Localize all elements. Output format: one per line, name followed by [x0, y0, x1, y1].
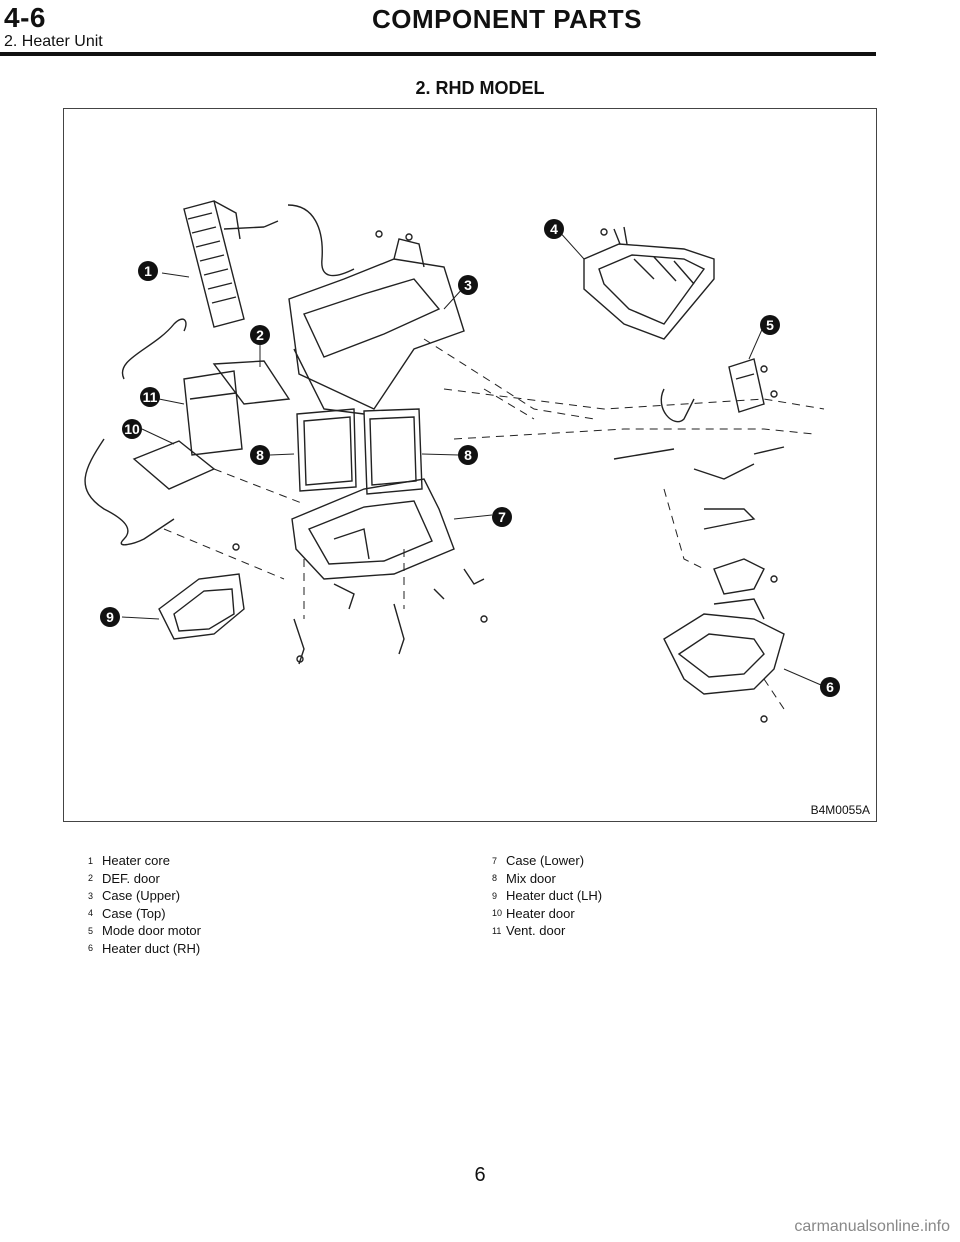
legend-label: Heater duct (LH) [506, 888, 603, 904]
legend-label: Heater core [102, 853, 170, 869]
callout-2: 2 [250, 325, 270, 345]
legend-label: Heater duct (RH) [102, 940, 201, 956]
figure-title: 2. RHD MODEL [415, 78, 545, 98]
callout-3: 3 [458, 275, 478, 295]
screws-drawing [232, 228, 778, 723]
harness-drawing [84, 318, 187, 546]
legend-number: 5 [88, 925, 94, 936]
header-rule [0, 52, 876, 56]
legend-item: 5 Mode door motor [88, 922, 201, 940]
callout-5: 5 [760, 315, 780, 335]
legend-label: Case (Top) [102, 905, 166, 921]
legend-label: Mix door [506, 870, 556, 886]
svg-text:10: 10 [124, 421, 140, 437]
svg-text:8: 8 [464, 447, 472, 463]
svg-text:8: 8 [256, 447, 264, 463]
vent-door-drawing [183, 370, 243, 456]
legend-label: Case (Lower) [506, 853, 585, 869]
exploded-diagram-drawing: 1 2 3 4 5 6 7 [84, 200, 840, 723]
legend-item: 8 Mix door [492, 870, 602, 888]
svg-text:7: 7 [498, 509, 506, 525]
legend-number: 1 [88, 855, 94, 866]
exploded-diagram: 1 2 3 4 5 6 7 [63, 108, 877, 822]
legend-item: 6 Heater duct (RH) [88, 940, 201, 958]
svg-text:11: 11 [143, 389, 158, 405]
case-upper-drawing [288, 238, 465, 415]
watermark: carmanualsonline.info [794, 1218, 950, 1235]
def-door-drawing [212, 360, 291, 405]
legend-label: Heater door [506, 905, 575, 921]
legend-label: DEF. door [102, 870, 160, 886]
explosion-lines [163, 338, 825, 710]
callout-8-left: 8 [250, 445, 270, 465]
callout-7: 7 [492, 507, 512, 527]
svg-text:9: 9 [106, 609, 114, 625]
svg-text:4: 4 [550, 221, 558, 237]
heater-duct-lh-drawing [158, 573, 245, 640]
legend-number: 4 [88, 908, 94, 919]
legend-item: 1 Heater core [88, 852, 201, 870]
callout-9: 9 [100, 607, 120, 627]
legend-item: 4 Case (Top) [88, 905, 201, 923]
svg-text:3: 3 [464, 277, 472, 293]
bracket-drawing [713, 558, 765, 595]
section-number: 4-6 [4, 2, 46, 33]
callout-8-right: 8 [458, 445, 478, 465]
legend-right: 7 Case (Lower) 8 Mix door 9 Heater duct (LH… [492, 852, 602, 940]
linkage-drawing [613, 388, 785, 530]
heater-duct-rh-drawing [663, 598, 785, 695]
svg-text:2: 2 [256, 327, 264, 343]
callouts: 1 2 3 4 5 6 7 [100, 219, 840, 697]
svg-text:5: 5 [766, 317, 774, 333]
leader-lines [121, 228, 822, 686]
legend-label: Mode door motor [102, 923, 201, 939]
svg-text:6: 6 [826, 679, 834, 695]
legend-item: 7 Case (Lower) [492, 852, 602, 870]
page-subtitle: 2. Heater Unit [4, 33, 103, 50]
legend-number: 9 [492, 890, 498, 901]
legend-item: 11 Vent. door [492, 922, 602, 940]
levers-drawing [293, 568, 485, 665]
callout-10: 10 [122, 419, 142, 439]
legend-item: 9 Heater duct (LH) [492, 887, 602, 905]
legend-number: 3 [88, 890, 94, 901]
case-top-drawing [583, 226, 715, 340]
svg-text:1: 1 [144, 263, 152, 279]
callout-1: 1 [138, 261, 158, 281]
legend-item: 2 DEF. door [88, 870, 201, 888]
legend-label: Case (Upper) [102, 888, 181, 904]
legend-number: 6 [88, 943, 94, 954]
figure-code: B4M0055A [810, 803, 870, 817]
case-lower-drawing [291, 478, 455, 580]
callout-6: 6 [820, 677, 840, 697]
legend-number: 2 [88, 873, 94, 884]
callout-11: 11 [140, 387, 160, 407]
mode-door-motor-drawing [728, 358, 765, 413]
legend-item: 3 Case (Upper) [88, 887, 201, 905]
legend-number: 11 [492, 925, 502, 936]
mix-door-left-drawing [296, 408, 357, 492]
page-title: COMPONENT PARTS [372, 4, 642, 34]
legend-number: 10 [492, 908, 503, 919]
heater-door-drawing [132, 440, 216, 490]
heater-core-drawing [183, 200, 355, 328]
legend-number: 8 [492, 873, 498, 884]
callout-4: 4 [544, 219, 564, 239]
legend-number: 7 [492, 855, 498, 866]
page-number: 6 [474, 1164, 486, 1186]
legend-label: Vent. door [506, 923, 566, 939]
